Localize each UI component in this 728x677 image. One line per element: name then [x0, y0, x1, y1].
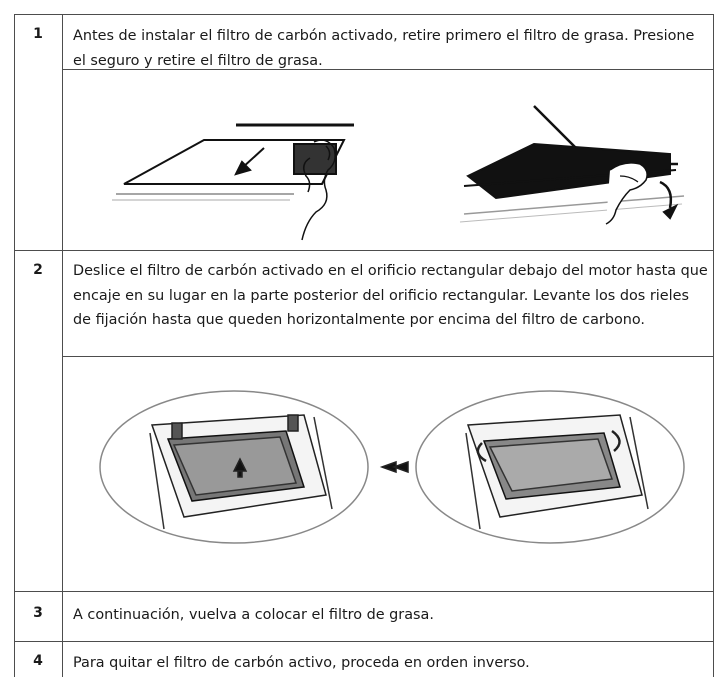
table-border-top: [14, 14, 714, 15]
row-divider: [14, 641, 714, 642]
instruction-table: 1 Antes de instalar el filtro de carbón …: [14, 14, 728, 677]
step-number: 4: [33, 653, 43, 669]
step-text: A continuación, vuelva a colocar el filt…: [73, 607, 434, 623]
step-text: Deslice el filtro de carbón activado en …: [73, 263, 708, 328]
table-border-left: [14, 14, 15, 677]
row-divider: [14, 591, 714, 592]
table-border-right: [713, 14, 714, 677]
row-divider: [62, 356, 714, 357]
row-divider: [14, 250, 714, 251]
step-number: 3: [33, 605, 43, 621]
step-text: Antes de instalar el filtro de carbón ac…: [73, 28, 695, 69]
row-divider: [62, 69, 714, 70]
step-number: 2: [33, 262, 43, 278]
column-divider: [62, 14, 63, 677]
figure-remove-grease-filter: [112, 105, 685, 241]
step-number: 1: [33, 26, 43, 42]
figure-install-carbon-filter: [99, 390, 685, 544]
step-text: Para quitar el filtro de carbón activo, …: [73, 655, 530, 671]
